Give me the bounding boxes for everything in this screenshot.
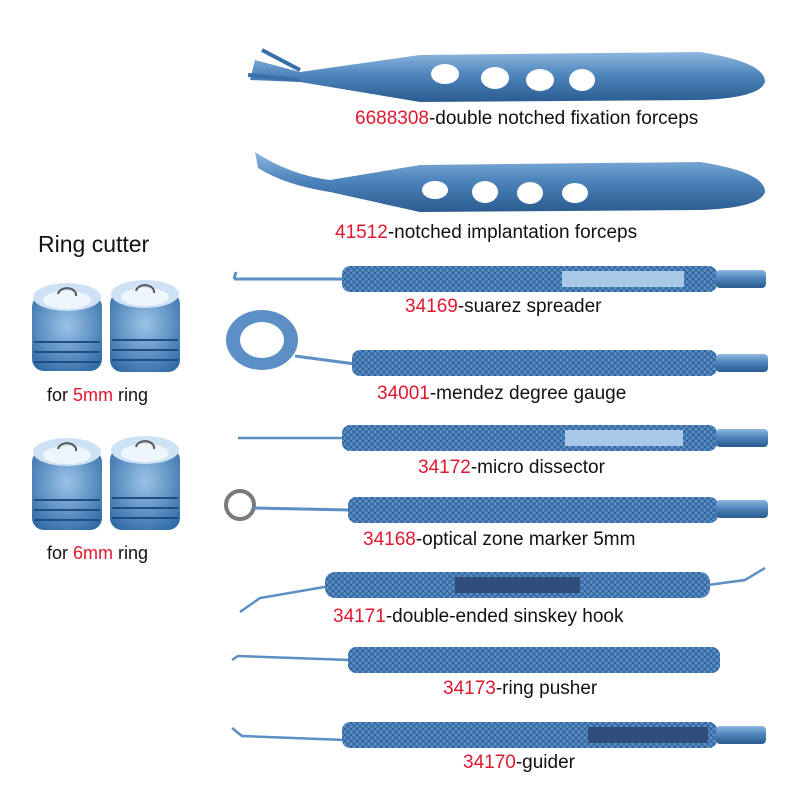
ring-cutter-5mm-caption: for 5mm ring bbox=[47, 385, 148, 406]
instrument-name: -ring pusher bbox=[495, 678, 598, 699]
instrument-code: 34171 bbox=[333, 606, 386, 627]
instrument-caption: 34170-guider bbox=[463, 752, 575, 774]
caption-prefix: for bbox=[47, 543, 74, 563]
instrument-code: 6688308 bbox=[355, 108, 429, 129]
instrument-code: 34001 bbox=[377, 383, 430, 404]
optical-zone-marker-image bbox=[224, 489, 768, 523]
instrument-code: 34170 bbox=[463, 752, 516, 773]
instrument-caption: 34169-suarez spreader bbox=[405, 296, 601, 318]
guider-image bbox=[231, 722, 766, 748]
mendez-degree-gauge-image bbox=[226, 310, 768, 376]
instrument-name: -guider bbox=[515, 752, 575, 773]
instrument-code: 34168 bbox=[363, 529, 416, 550]
micro-dissector-image bbox=[238, 425, 768, 451]
ring-cutter-title: Ring cutter bbox=[38, 231, 150, 257]
implantation-forceps-image bbox=[255, 152, 765, 212]
instrument-code: 34169 bbox=[405, 296, 458, 317]
instrument-caption: 41512-notched implantation forceps bbox=[335, 222, 637, 244]
instrument-caption: 34172-micro dissector bbox=[418, 457, 605, 479]
instrument-caption: 34171-double-ended sinskey hook bbox=[333, 606, 624, 628]
instrument-code: 34172 bbox=[418, 457, 471, 478]
ring-cutter-6mm-caption: for 6mm ring bbox=[47, 543, 148, 564]
instrument-caption: 6688308-double notched fixation forceps bbox=[355, 108, 698, 130]
caption-suffix: ring bbox=[113, 385, 149, 405]
instrument-name: -mendez degree gauge bbox=[429, 383, 627, 404]
instrument-name: -notched implantation forceps bbox=[387, 222, 638, 243]
instrument-name: -double-ended sinskey hook bbox=[385, 606, 624, 627]
caption-prefix: for bbox=[47, 385, 74, 405]
instrument-name: -micro dissector bbox=[470, 457, 605, 478]
ring-cutter-6mm-image bbox=[32, 436, 180, 530]
instrument-code: 34173 bbox=[443, 678, 496, 699]
instrument-name: -optical zone marker 5mm bbox=[415, 529, 636, 550]
ring-pusher-image bbox=[231, 647, 720, 673]
instrument-caption: 34001-mendez degree gauge bbox=[377, 383, 626, 405]
caption-size: 5mm bbox=[73, 385, 114, 405]
caption-suffix: ring bbox=[113, 543, 149, 563]
instrument-name: -double notched fixation forceps bbox=[428, 108, 699, 129]
fixation-forceps-image bbox=[247, 48, 765, 102]
instrument-name: -suarez spreader bbox=[457, 296, 602, 317]
instrument-code: 41512 bbox=[335, 222, 388, 243]
sinskey-hook-image bbox=[239, 566, 766, 614]
caption-size: 6mm bbox=[73, 543, 114, 563]
instrument-caption: 34168-optical zone marker 5mm bbox=[363, 529, 635, 551]
suarez-spreader-image bbox=[232, 266, 766, 292]
instrument-caption: 34173-ring pusher bbox=[443, 678, 597, 700]
ring-cutter-5mm-image bbox=[32, 280, 180, 372]
